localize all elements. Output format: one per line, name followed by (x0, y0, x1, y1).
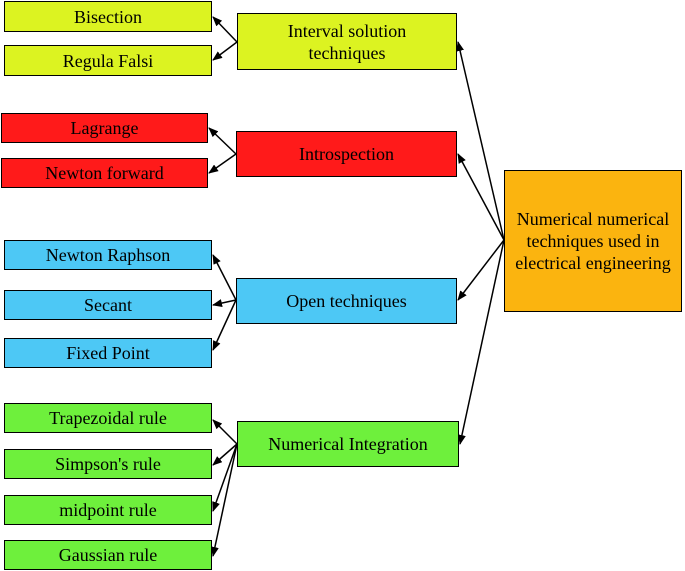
leaf-newton-raphson: Newton Raphson (4, 240, 212, 270)
category-open-techniques: Open techniques (236, 278, 457, 324)
leaf-gaussian-rule: Gaussian rule (4, 540, 212, 570)
leaf-label: Newton Raphson (45, 245, 171, 265)
leaf-label: Newton forward (45, 163, 164, 183)
category-numerical-integration: Numerical Integration (237, 421, 459, 467)
arrow-integration-simpson (212, 443, 238, 466)
leaf-label: Simpson's rule (55, 454, 161, 474)
arrow-open-fixed-point (212, 299, 237, 351)
arrow-introspection-lagrange (208, 127, 237, 155)
arrow-open-newton-raphson (212, 254, 237, 301)
leaf-label: Lagrange (70, 118, 139, 138)
leaf-label: midpoint rule (59, 500, 157, 520)
arrow-root-introspection (457, 153, 505, 241)
arrow-integration-gaussian (210, 443, 238, 557)
leaf-label: Gaussian rule (58, 545, 158, 565)
leaf-lagrange: Lagrange (1, 113, 208, 143)
leaf-regula-falsi: Regula Falsi (4, 45, 212, 76)
leaf-label: Regula Falsi (62, 50, 154, 71)
leaf-label: Bisection (74, 6, 142, 27)
category-interval-solution: Interval solution techniques (237, 13, 457, 70)
leaf-midpoint-rule: midpoint rule (4, 495, 212, 525)
arrow-root-integration (457, 239, 505, 445)
arrow-interval-bisection (212, 16, 238, 43)
leaf-label: Fixed Point (66, 343, 150, 363)
arrow-integration-midpoint (212, 443, 238, 512)
leaf-newton-forward: Newton forward (1, 158, 208, 188)
leaf-bisection: Bisection (4, 1, 212, 32)
root-node: Numerical numerical techniques used in e… (504, 170, 682, 312)
leaf-trapezoidal-rule: Trapezoidal rule (4, 403, 212, 433)
category-label: Introspection (299, 144, 394, 164)
root-label: Numerical numerical techniques used in e… (515, 209, 671, 273)
arrow-root-interval (456, 41, 505, 241)
leaf-label: Trapezoidal rule (49, 408, 167, 428)
arrow-integration-trapezoidal (212, 419, 238, 445)
arrow-open-secant (212, 299, 237, 307)
arrow-root-open (457, 239, 505, 301)
leaf-fixed-point: Fixed Point (4, 338, 212, 368)
category-introspection: Introspection (236, 131, 457, 177)
category-label: Open techniques (286, 291, 407, 311)
leaf-secant: Secant (4, 290, 212, 320)
category-label: Interval solution techniques (287, 20, 407, 63)
arrow-introspection-newton-forward (208, 153, 237, 174)
leaf-label: Secant (84, 295, 132, 315)
category-label: Numerical Integration (268, 434, 428, 454)
leaf-simpsons-rule: Simpson's rule (4, 449, 212, 479)
arrow-interval-regula (212, 41, 238, 61)
